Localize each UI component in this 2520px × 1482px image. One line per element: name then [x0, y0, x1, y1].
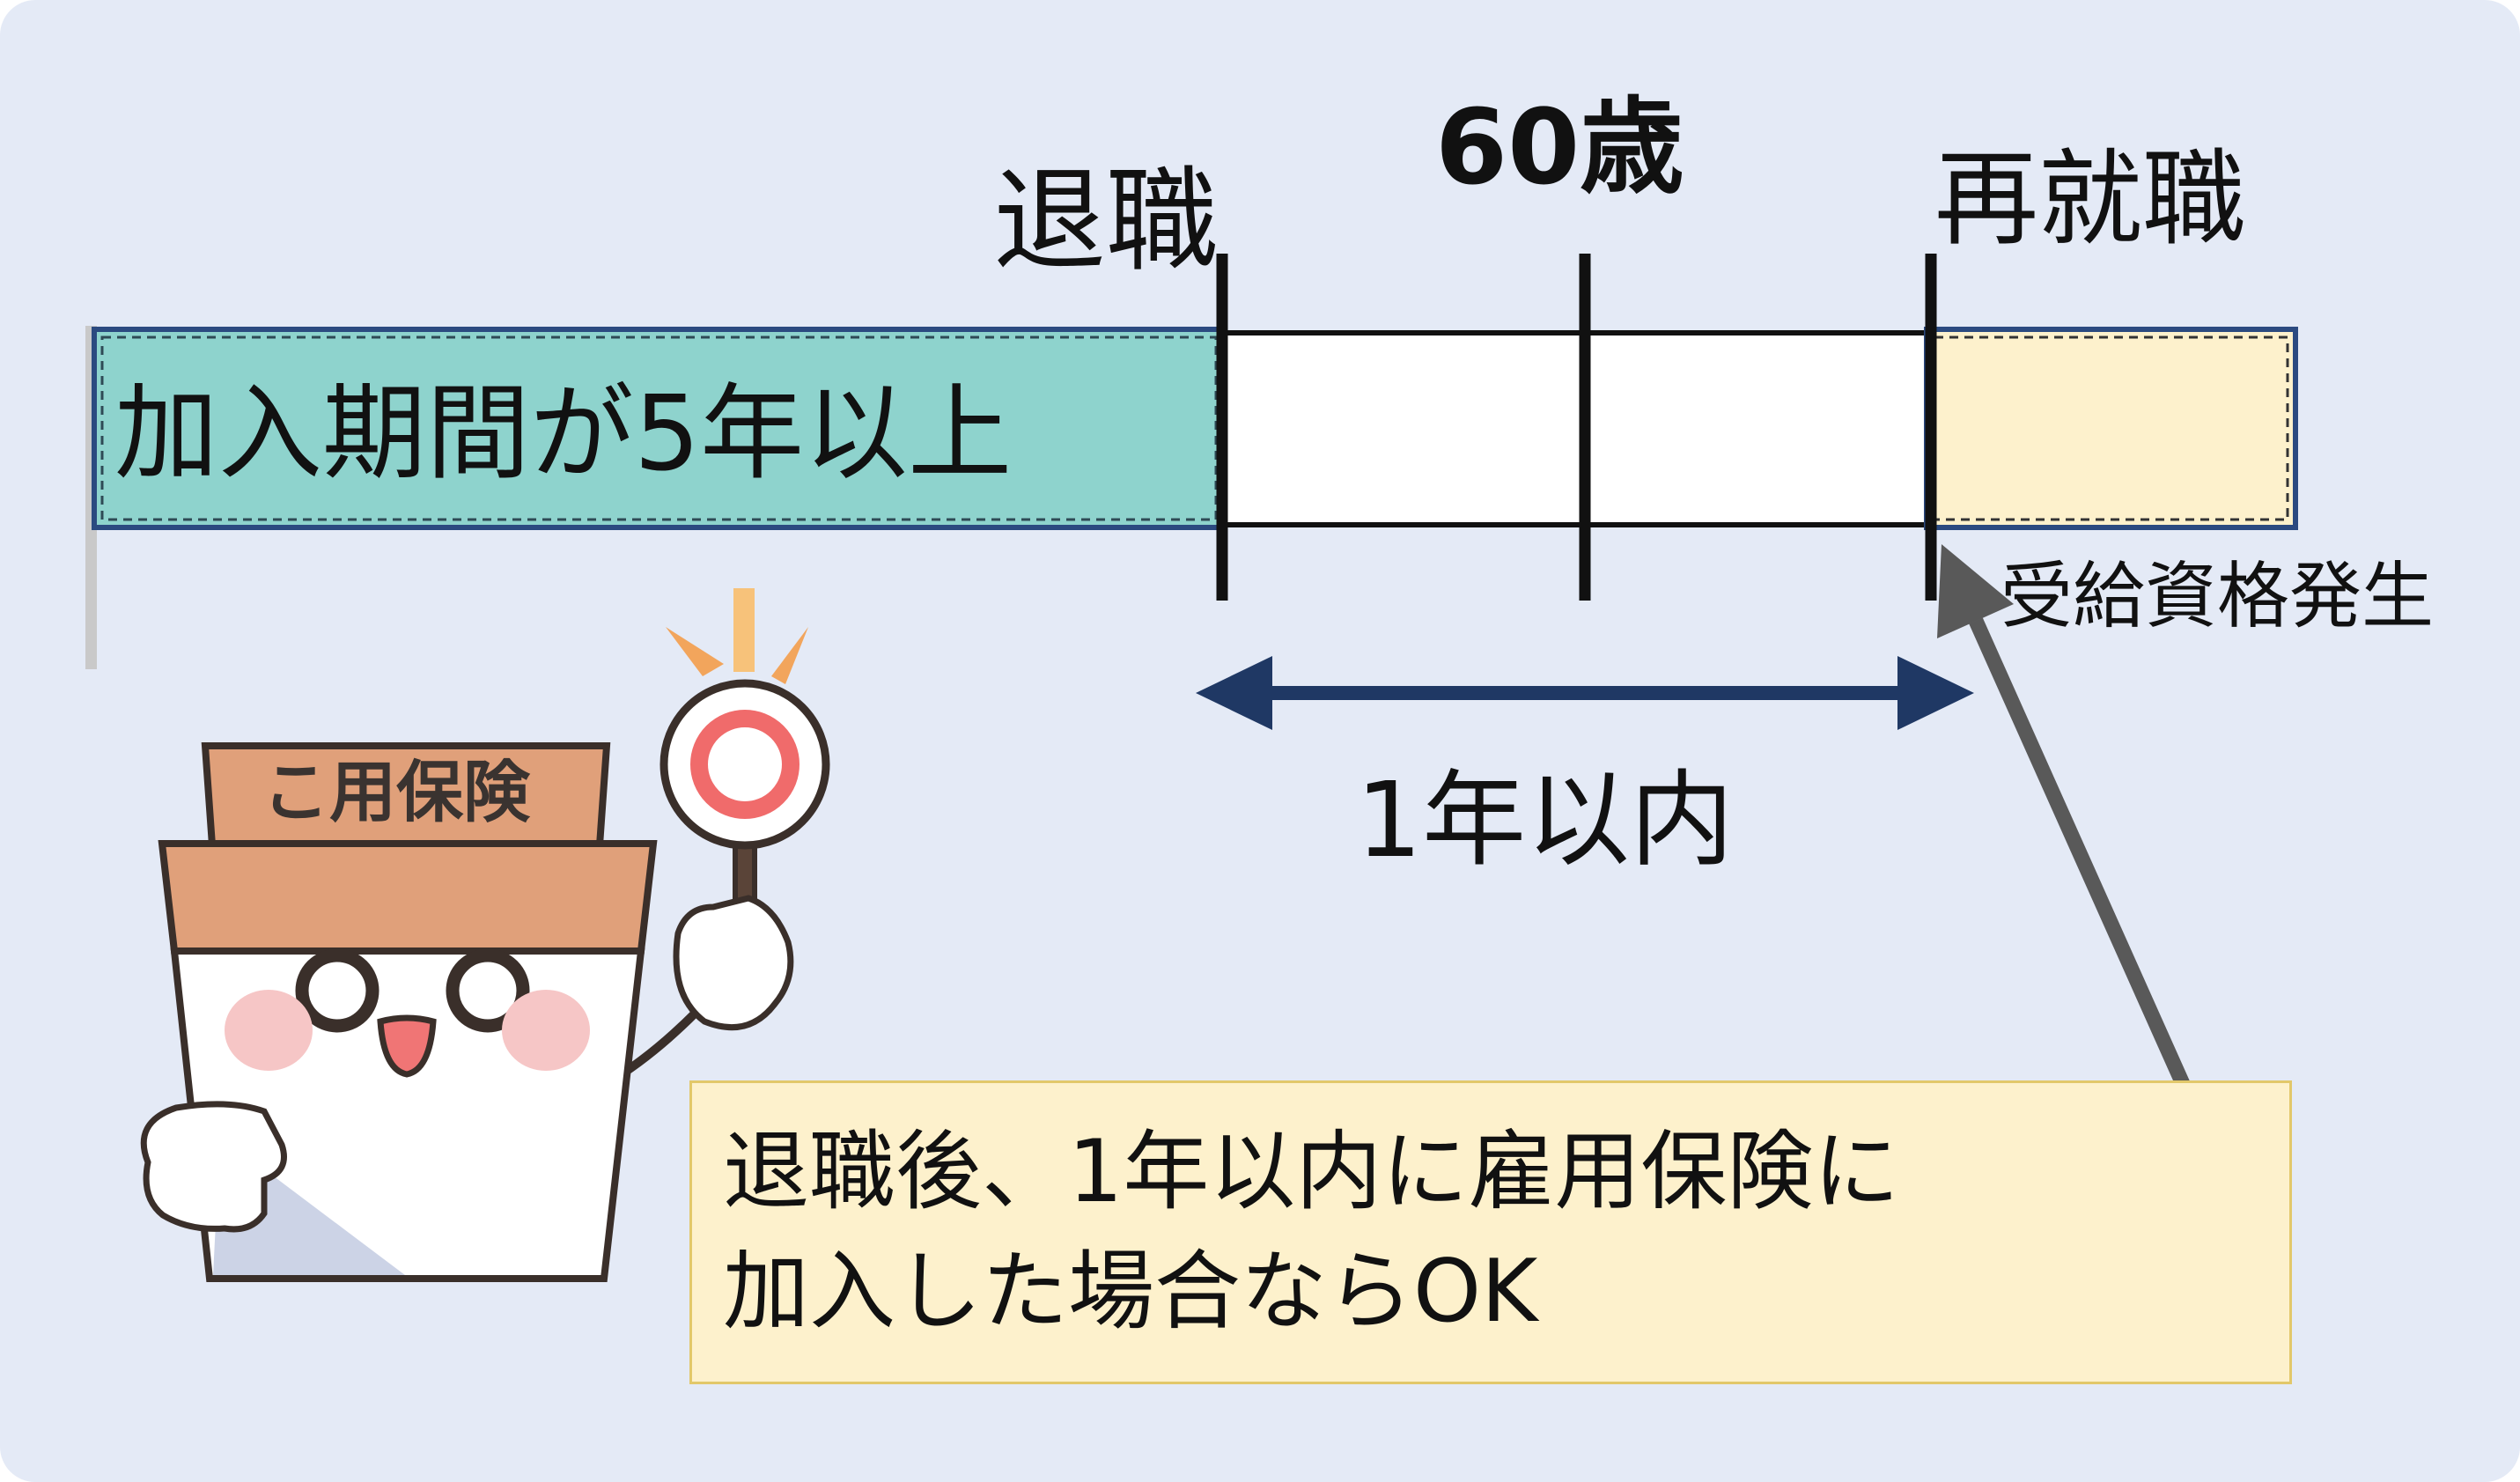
eligibility-label: 受給資格発生 — [2001, 555, 2435, 638]
mascot-left-hand — [140, 1101, 287, 1233]
within-one-year-label: 1年以内 — [1356, 759, 1735, 881]
mascot-right-hand — [673, 895, 794, 1031]
mascot-left-eye — [295, 948, 379, 1033]
mascot-right-eye — [446, 948, 530, 1033]
span-arrow-right-head — [1897, 656, 1974, 730]
age-60-label: 60歳 — [1435, 86, 1684, 208]
note-line-2: 加入した場合ならOK — [723, 1242, 1538, 1342]
new-job-period-bar — [1924, 327, 2298, 530]
pointer-arrow — [1969, 617, 2191, 1089]
mascot-label: こ用保険 — [262, 753, 530, 831]
note-line-1: 退職後、1年以内に雇用保険に — [723, 1122, 1900, 1222]
mascot-mouth — [377, 1014, 437, 1078]
note-box: 退職後、1年以内に雇用保険に 加入した場合ならOK — [689, 1080, 2292, 1384]
gap-band — [1219, 330, 1929, 527]
insured-period-label: 加入期間が5年以上 — [114, 372, 1013, 494]
retirement-label: 退職 — [993, 156, 1219, 287]
rehire-label: 再就職 — [1934, 138, 2247, 260]
span-arrow-left-head — [1196, 656, 1272, 730]
